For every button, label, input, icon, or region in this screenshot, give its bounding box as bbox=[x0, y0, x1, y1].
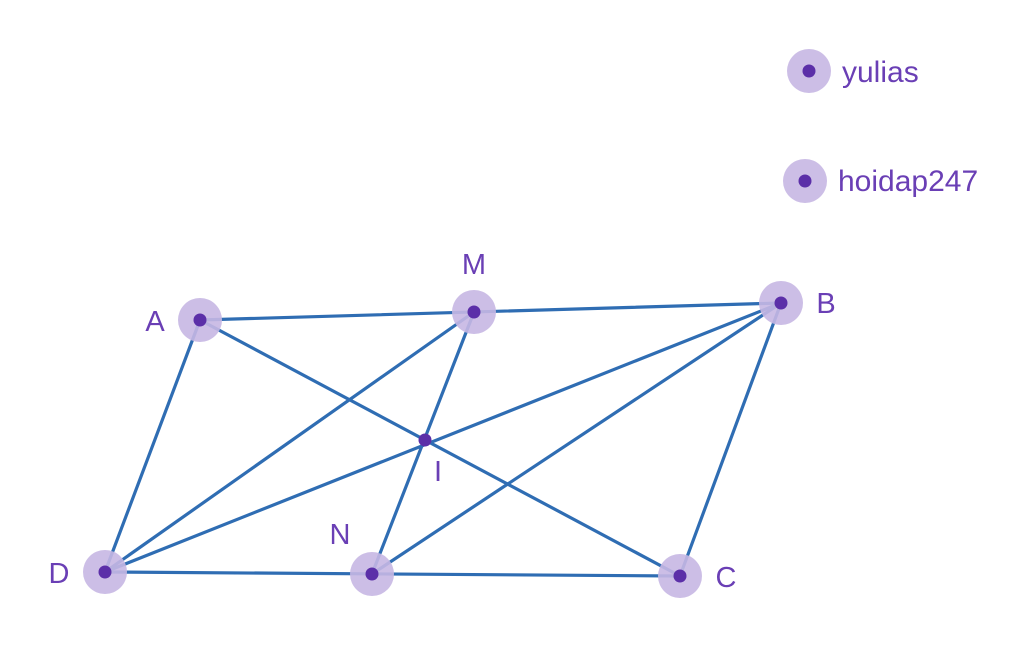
point-D-label: D bbox=[49, 558, 70, 590]
point-M[interactable] bbox=[467, 305, 481, 319]
legend: yulias hoidap247 bbox=[783, 49, 978, 203]
point-M-label: M bbox=[462, 249, 486, 281]
point-C[interactable] bbox=[673, 569, 687, 583]
halos-layer bbox=[83, 281, 803, 598]
segment-DM bbox=[103, 310, 476, 574]
point-N-label: N bbox=[330, 519, 351, 551]
point-I-label: I bbox=[434, 456, 442, 488]
segment-BD bbox=[103, 301, 783, 574]
point-A-label: A bbox=[145, 306, 165, 338]
points-layer bbox=[98, 296, 788, 583]
segment-NB bbox=[370, 301, 783, 576]
point-A[interactable] bbox=[193, 313, 207, 327]
point-I[interactable] bbox=[418, 433, 432, 447]
legend-yulias-dot bbox=[802, 64, 816, 78]
point-N[interactable] bbox=[365, 567, 379, 581]
point-D[interactable] bbox=[98, 565, 112, 579]
segment-AC bbox=[198, 318, 682, 578]
segment-BC bbox=[678, 301, 783, 578]
legend-yulias-label: yulias bbox=[842, 56, 919, 89]
segments-layer bbox=[103, 301, 783, 578]
segment-DA bbox=[103, 318, 202, 574]
point-B[interactable] bbox=[774, 296, 788, 310]
point-B-label: B bbox=[816, 288, 835, 320]
legend-item-yulias[interactable]: yulias bbox=[787, 49, 919, 93]
legend-hoidap247-dot bbox=[798, 174, 812, 188]
point-C-label: C bbox=[716, 562, 737, 594]
labels-layer: A M B I D N C bbox=[49, 249, 836, 594]
legend-item-hoidap247[interactable]: hoidap247 bbox=[783, 159, 978, 203]
legend-hoidap247-label: hoidap247 bbox=[838, 165, 978, 198]
